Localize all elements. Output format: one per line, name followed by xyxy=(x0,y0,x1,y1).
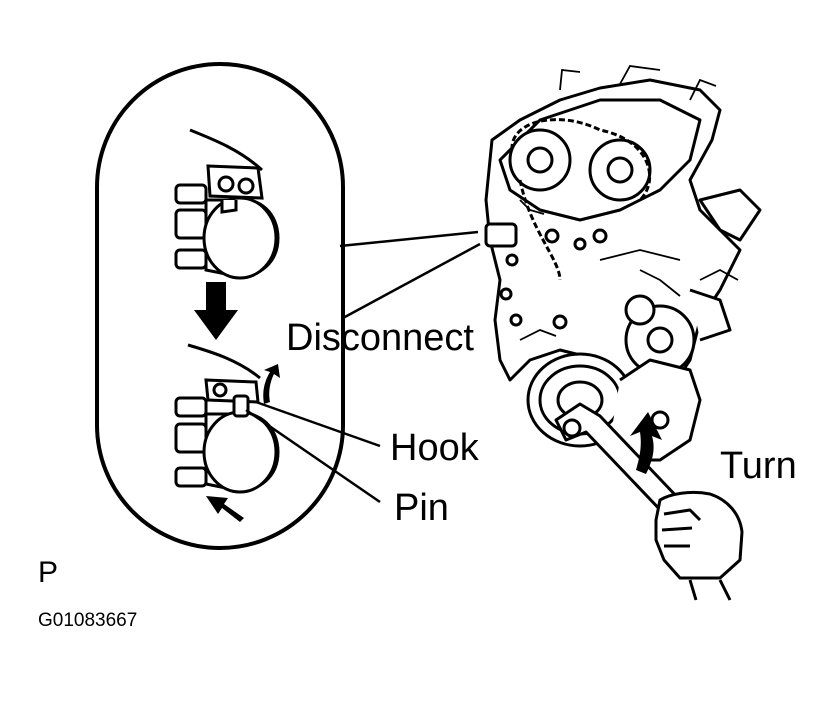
push-arrow xyxy=(206,496,244,522)
turn-arrow xyxy=(630,412,662,474)
hook-leader-line xyxy=(255,400,381,448)
turn-label: Turn xyxy=(720,445,797,487)
disconnect-label: Disconnect xyxy=(286,317,474,359)
sequence-arrow-down xyxy=(194,282,238,340)
pin-label: Pin xyxy=(394,487,449,529)
hook-label: Hook xyxy=(390,427,480,469)
figure-id-label: G01083667 xyxy=(38,610,137,631)
pin-leader-line xyxy=(245,408,381,504)
callout-line-upper xyxy=(339,230,479,248)
tensioner-after xyxy=(174,343,280,494)
callout-line-lower xyxy=(342,242,481,320)
detail-capsule-outline xyxy=(95,62,345,550)
hand-illustration xyxy=(654,490,744,601)
view-code-label: P xyxy=(38,556,58,589)
engine-assembly xyxy=(484,78,762,518)
detail-callout xyxy=(95,62,481,550)
tensioner-before xyxy=(174,128,280,280)
engine-detail-lines xyxy=(519,65,739,341)
hook-release-arrow xyxy=(263,364,280,404)
